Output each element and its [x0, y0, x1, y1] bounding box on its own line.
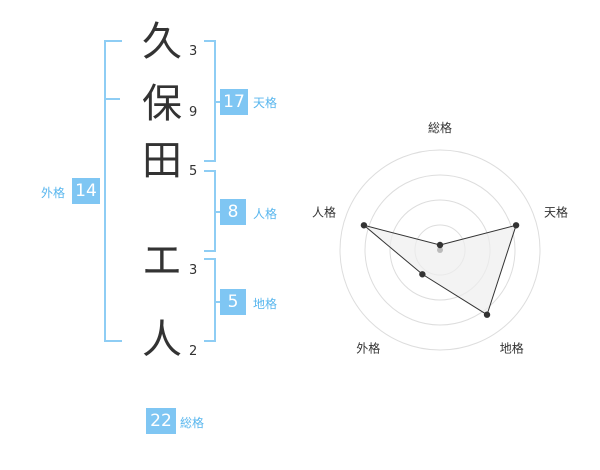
- stroke-count-4: 3: [189, 263, 198, 278]
- radar-center-point: [437, 247, 443, 253]
- gaikaku-bracket-tick: [104, 98, 120, 100]
- chikaku-bracket-tick: [214, 301, 220, 303]
- tenkaku-label: 天格: [253, 96, 278, 110]
- name-char-3: 田: [142, 138, 182, 184]
- tenkaku-bracket-tick: [214, 101, 220, 103]
- radar-axis-label-4: 外格: [356, 341, 380, 356]
- jinkaku-bracket-tick: [214, 211, 220, 213]
- gaikaku-bracket: [104, 40, 122, 342]
- radar-axis-label-2: 天格: [544, 204, 568, 219]
- radar-point-1: [436, 241, 444, 249]
- gaikaku-score-badge: 14: [72, 178, 100, 204]
- radar-axis-label-5: 人格: [312, 204, 336, 219]
- chikaku-label: 地格: [253, 297, 278, 311]
- stroke-count-5: 2: [189, 344, 198, 359]
- radar-grid-ring: [339, 149, 541, 351]
- jinkaku-score-badge: 8: [220, 199, 246, 225]
- stroke-count-1: 3: [189, 44, 198, 59]
- name-char-1: 久: [142, 19, 182, 65]
- tenkaku-score-badge: 17: [220, 89, 248, 115]
- name-char-4: エ: [142, 238, 182, 284]
- radar-series-area: [363, 224, 517, 316]
- chikaku-bracket: [204, 258, 216, 342]
- radar-point-3: [483, 311, 491, 318]
- radar-point-4: [419, 271, 426, 278]
- radar-point-5: [360, 222, 368, 229]
- jinkaku-label: 人格: [253, 207, 278, 221]
- stroke-count-3: 5: [189, 164, 198, 179]
- chikaku-score-badge: 5: [220, 289, 246, 315]
- radar-axis-label-3: 地格: [500, 341, 524, 356]
- gaikaku-label: 外格: [41, 186, 66, 200]
- radar-grid-ring: [364, 174, 516, 326]
- soukaku-score-badge: 22: [146, 408, 176, 434]
- name-char-2: 保: [142, 81, 182, 127]
- radar-axis-label-1: 総格: [428, 120, 452, 135]
- soukaku-label: 総格: [180, 416, 205, 430]
- stroke-count-2: 9: [189, 105, 198, 120]
- name-char-5: 人: [142, 317, 182, 363]
- radar-point-2: [512, 222, 520, 229]
